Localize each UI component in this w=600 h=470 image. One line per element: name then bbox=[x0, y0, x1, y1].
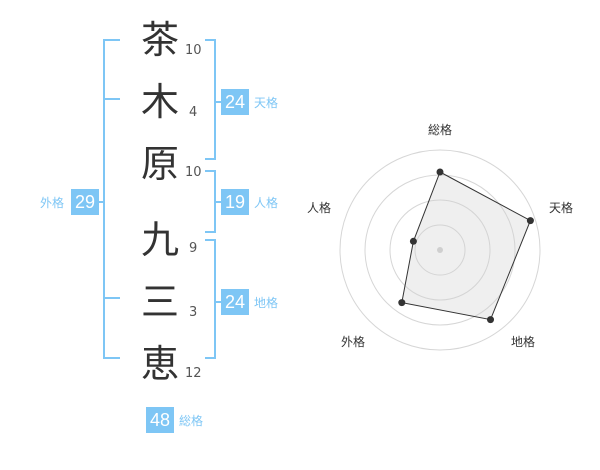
radar-point bbox=[487, 316, 494, 324]
name-char: 原 bbox=[140, 142, 179, 186]
soukaku-label: 総格 bbox=[179, 414, 204, 428]
chikaku-value: 24 bbox=[221, 289, 249, 315]
radar-area bbox=[401, 171, 532, 321]
tenkaku-bracket bbox=[205, 39, 216, 160]
chikaku-label: 地格 bbox=[254, 296, 279, 310]
gaikaku-value: 29 bbox=[71, 189, 99, 215]
radar-ring bbox=[389, 199, 491, 301]
radar-axis-label: 天格 bbox=[549, 201, 574, 215]
tenkaku-value: 24 bbox=[221, 89, 249, 115]
name-char: 九 bbox=[140, 218, 179, 262]
radar-point bbox=[409, 237, 417, 245]
gaikaku-label: 外格 bbox=[40, 196, 65, 210]
radar-ring bbox=[414, 224, 466, 276]
radar-center-dot bbox=[437, 247, 443, 253]
name-char: 三 bbox=[140, 280, 179, 324]
radar-point bbox=[526, 217, 534, 225]
radar-axis-label: 人格 bbox=[307, 201, 332, 215]
stroke-count: 10 bbox=[185, 43, 202, 58]
jinkaku-value: 19 bbox=[221, 189, 249, 215]
stroke-count: 4 bbox=[189, 105, 198, 120]
radar-axis-label: 地格 bbox=[511, 335, 536, 349]
jinkaku-label: 人格 bbox=[254, 196, 279, 210]
name-char: 茶 bbox=[140, 18, 179, 62]
radar-ring bbox=[339, 149, 541, 351]
radar-point bbox=[436, 168, 444, 176]
stroke-count: 12 bbox=[185, 366, 202, 381]
gaikaku-bracket bbox=[103, 39, 120, 359]
radar-point bbox=[398, 299, 406, 307]
stroke-count: 3 bbox=[189, 305, 198, 320]
tenkaku-label: 天格 bbox=[254, 96, 279, 110]
name-char: 木 bbox=[140, 80, 179, 124]
chikaku-bracket bbox=[205, 239, 216, 359]
soukaku-value: 48 bbox=[146, 407, 174, 433]
stroke-count: 9 bbox=[189, 241, 198, 256]
radar-axis-label: 総格 bbox=[428, 123, 453, 137]
stroke-count: 10 bbox=[185, 165, 202, 180]
name-char: 恵 bbox=[140, 342, 179, 386]
radar-axis-label: 外格 bbox=[341, 335, 366, 349]
